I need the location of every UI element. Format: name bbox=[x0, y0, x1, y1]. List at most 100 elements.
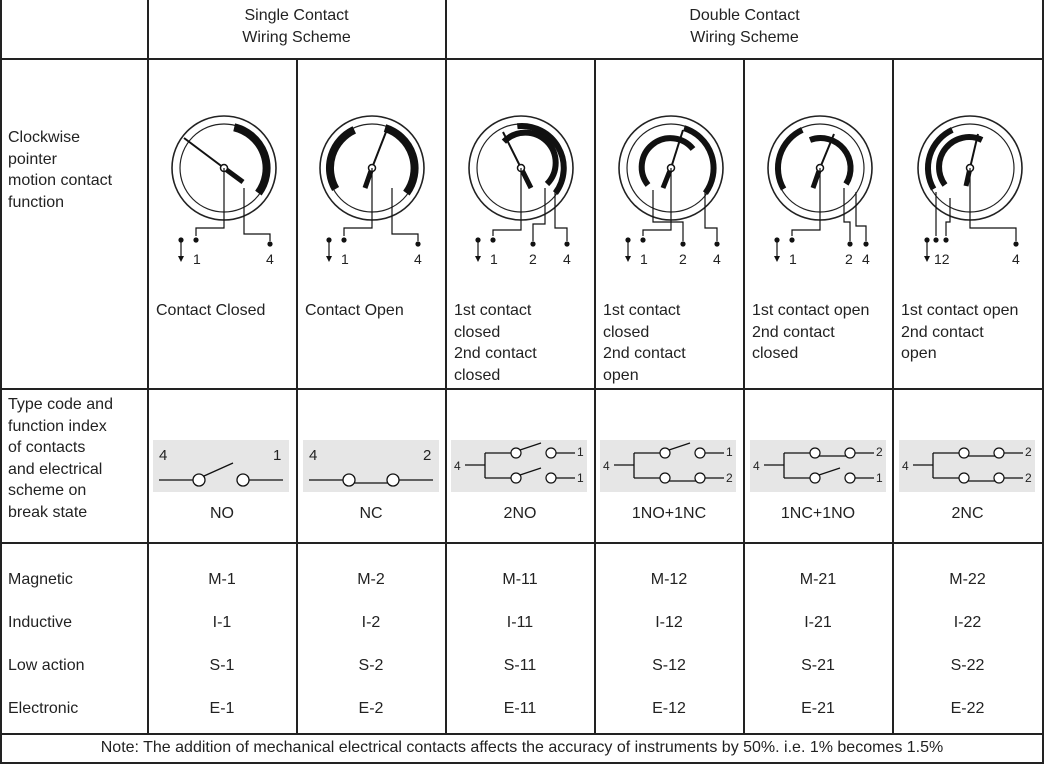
grid-line bbox=[1042, 0, 1044, 764]
scheme-terminal: 4 bbox=[753, 459, 760, 473]
type-code-cell: E-1 bbox=[209, 700, 235, 717]
grid-line bbox=[0, 0, 2, 764]
type-code-cell: S-22 bbox=[950, 657, 985, 674]
gauge-icon: 1 2 4 bbox=[767, 115, 873, 267]
label-line: of contacts bbox=[8, 439, 86, 456]
terminal-label: 4 bbox=[563, 251, 571, 267]
scheme-terminal: 2 bbox=[423, 447, 431, 464]
label-line: motion contact bbox=[8, 172, 113, 189]
grid-line bbox=[445, 0, 447, 735]
scheme-name: NO bbox=[210, 505, 234, 522]
type-code-cell: I-12 bbox=[655, 614, 683, 631]
grid-line bbox=[892, 59, 894, 735]
type-code-cell: M-12 bbox=[650, 571, 688, 588]
label-line: Clockwise bbox=[8, 129, 81, 146]
scheme-terminal: 2 bbox=[1025, 471, 1032, 485]
type-code-cell: E-22 bbox=[950, 700, 985, 717]
scheme-name: NC bbox=[359, 505, 383, 522]
single-contact-header: Single Contact Wiring Scheme bbox=[148, 5, 445, 48]
scheme-terminal: 1 bbox=[577, 445, 584, 459]
grid-line bbox=[147, 0, 149, 735]
type-code-cell: S-1 bbox=[209, 657, 235, 674]
label-line: Type code and bbox=[8, 396, 113, 413]
row-label-type-code: Type code and function index of contacts… bbox=[8, 394, 113, 523]
type-code-cell: S-21 bbox=[801, 657, 835, 674]
terminal-label: 4 bbox=[713, 251, 721, 267]
function-text: 1st contact closed 2nd contact closed bbox=[454, 300, 537, 386]
gauge-icon: 1 2 4 bbox=[618, 115, 724, 267]
type-code-cell: M-22 bbox=[949, 571, 986, 588]
gauge-icon: 1 2 4 bbox=[468, 115, 574, 267]
grid-line bbox=[743, 59, 745, 735]
gauge-icon: 12 4 bbox=[917, 115, 1023, 267]
double-contact-header: Double Contact Wiring Scheme bbox=[446, 5, 1043, 48]
grid-line bbox=[0, 388, 1044, 390]
terminal-label: 1 bbox=[640, 251, 648, 267]
type-code-cell: E-11 bbox=[503, 700, 537, 717]
scheme-terminal: 4 bbox=[309, 447, 317, 464]
accuracy-note: Note: The addition of mechanical electri… bbox=[100, 739, 944, 756]
type-code-cell: I-21 bbox=[804, 614, 832, 631]
label-line: function bbox=[8, 193, 65, 211]
function-line: closed bbox=[603, 323, 650, 341]
function-text: 1st contact closed 2nd contact open bbox=[603, 300, 686, 386]
function-line: 1st contact open bbox=[901, 302, 1019, 319]
scheme-terminal: 4 bbox=[454, 459, 461, 473]
terminal-label: 1 bbox=[341, 251, 349, 267]
terminal-label: 4 bbox=[266, 251, 274, 267]
function-line: open bbox=[603, 366, 639, 384]
label-line: scheme on bbox=[8, 482, 87, 499]
switch-schematic-2nc-icon: 4 2 2 bbox=[899, 440, 1035, 492]
terminal-label: 2 bbox=[845, 251, 853, 267]
terminal-label: 12 bbox=[934, 251, 950, 267]
scheme-terminal: 1 bbox=[577, 471, 584, 485]
label-line: pointer bbox=[8, 150, 57, 168]
terminal-label: 2 bbox=[529, 251, 537, 267]
label-line: function index bbox=[8, 417, 107, 435]
switch-schematic-1no1nc-icon: 4 1 2 bbox=[600, 440, 736, 492]
gauge-icon: 1 4 bbox=[319, 115, 425, 267]
terminal-label: 1 bbox=[490, 251, 498, 267]
type-code-cell: E-12 bbox=[652, 700, 686, 717]
scheme-terminal: 1 bbox=[726, 445, 733, 459]
terminal-label: 4 bbox=[862, 251, 870, 267]
switch-schematic-no-icon: 4 1 bbox=[153, 440, 289, 492]
scheme-name: 2NC bbox=[951, 505, 984, 522]
function-text: Contact Open bbox=[305, 300, 404, 322]
grid-line bbox=[0, 58, 1044, 60]
header-line: Wiring Scheme bbox=[242, 28, 351, 46]
function-line: open bbox=[901, 345, 937, 362]
row-label-clockwise: Clockwise pointer motion contact functio… bbox=[8, 127, 112, 213]
type-code-cell: M-11 bbox=[502, 571, 538, 588]
grid-line bbox=[0, 733, 1044, 735]
terminal-label: 1 bbox=[193, 251, 201, 267]
type-code-cell: I-11 bbox=[506, 614, 534, 631]
row-label-inductive: Inductive bbox=[8, 614, 73, 631]
function-line: Contact Closed bbox=[156, 302, 266, 319]
header-line: Double Contact bbox=[689, 7, 800, 24]
grid-line bbox=[594, 59, 596, 735]
switch-schematic-1nc1no-icon: 4 2 1 bbox=[750, 440, 886, 492]
grid-line bbox=[0, 542, 1044, 544]
function-text: 1st contact open 2nd contact closed bbox=[752, 300, 869, 365]
type-code-cell: I-2 bbox=[361, 614, 381, 631]
function-line: 1st contact bbox=[454, 302, 532, 319]
type-code-cell: S-12 bbox=[652, 657, 686, 674]
row-label-magnetic: Magnetic bbox=[8, 571, 73, 588]
scheme-terminal: 2 bbox=[876, 445, 883, 459]
terminal-label: 1 bbox=[789, 251, 797, 267]
function-line: closed bbox=[454, 366, 501, 384]
grid-line bbox=[0, 762, 1044, 764]
function-line: 2nd contact bbox=[901, 323, 984, 341]
terminal-label: 4 bbox=[1012, 251, 1020, 267]
type-code-cell: M-1 bbox=[208, 571, 236, 588]
row-label-low-action: Low action bbox=[8, 657, 85, 674]
function-text: Contact Closed bbox=[156, 300, 265, 322]
scheme-terminal: 4 bbox=[159, 447, 167, 464]
type-code-cell: E-2 bbox=[358, 700, 384, 717]
type-code-cell: I-22 bbox=[953, 614, 982, 631]
function-line: 1st contact bbox=[603, 302, 681, 319]
function-line: 1st contact open bbox=[752, 302, 870, 319]
scheme-terminal: 2 bbox=[726, 471, 733, 485]
scheme-name: 1NO+1NC bbox=[631, 505, 707, 522]
